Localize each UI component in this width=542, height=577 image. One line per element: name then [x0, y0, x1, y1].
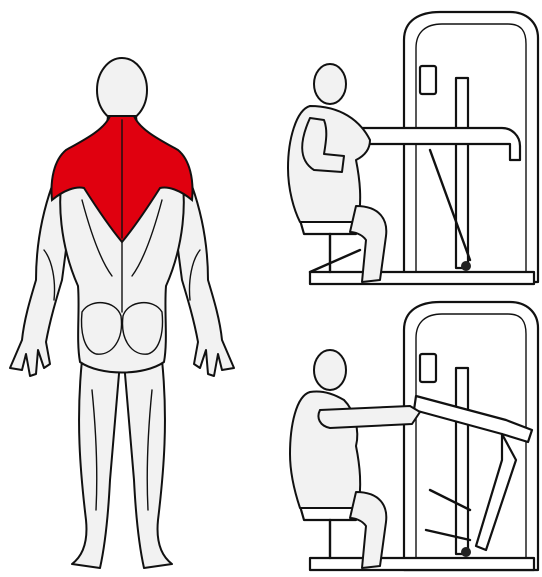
weight-column — [456, 368, 468, 554]
machine-display — [420, 354, 436, 382]
anatomy-figure — [0, 50, 250, 577]
person-head — [314, 350, 346, 390]
machine-display — [420, 66, 436, 94]
pivot — [461, 261, 471, 271]
machine-base — [310, 558, 534, 570]
person-head — [314, 64, 346, 104]
seat-post — [310, 234, 360, 272]
person-arm — [318, 406, 420, 428]
machine-base — [310, 272, 534, 284]
person-legs — [350, 206, 386, 282]
pivot — [461, 547, 471, 557]
machine-start-svg — [270, 10, 542, 295]
person-legs — [350, 492, 386, 568]
machine-start-position — [270, 10, 542, 295]
machine-end-position — [270, 300, 542, 577]
anatomy-svg — [0, 50, 250, 577]
head — [97, 58, 147, 122]
machine-end-svg — [270, 300, 542, 577]
